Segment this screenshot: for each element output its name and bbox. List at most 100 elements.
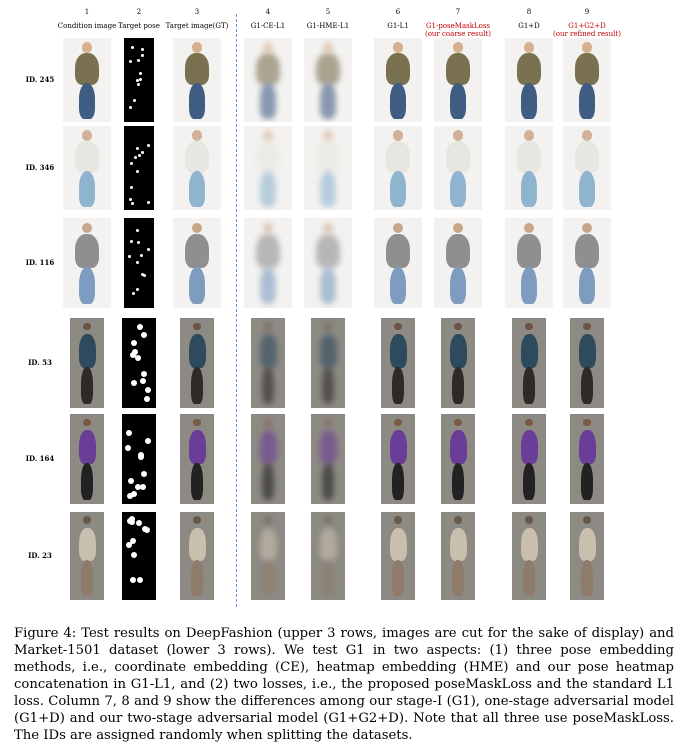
pose-keypoint (143, 395, 150, 402)
person-image (180, 512, 214, 600)
person-torso (185, 141, 209, 174)
person-legs (520, 266, 538, 305)
person-image (505, 126, 553, 210)
column-header-label: Target image(GT) (165, 22, 229, 30)
person-torso (78, 527, 96, 562)
person-image (505, 38, 553, 122)
person-torso (319, 334, 337, 369)
person-legs (191, 559, 203, 597)
person-torso (517, 53, 541, 86)
person-image (304, 38, 352, 122)
person-head (394, 418, 402, 427)
pose-keypoint (146, 200, 150, 204)
pose-keypoint (141, 150, 145, 154)
person-image (441, 318, 475, 408)
pose-keypoint (142, 526, 149, 533)
person-legs (581, 366, 593, 405)
person-torso (386, 234, 410, 269)
person-head (83, 322, 91, 331)
column-number: 5 (325, 8, 331, 16)
column-header-sublabel: (our refined result) (553, 30, 621, 38)
person-image (311, 318, 345, 408)
target-pose-image (122, 318, 156, 408)
person-head (581, 42, 593, 53)
person-image (251, 318, 285, 408)
person-head (394, 516, 402, 525)
target-pose-image (122, 512, 156, 600)
pose-keypoint (139, 253, 143, 257)
pose-keypoint (134, 155, 138, 159)
pose-keypoint (137, 453, 144, 460)
person-image (374, 38, 422, 122)
person-image (381, 318, 415, 408)
person-legs (322, 559, 334, 597)
column-header: G1+G2+D(our refined result) (551, 22, 623, 38)
person-torso (386, 141, 410, 174)
person-legs (188, 266, 206, 305)
person-image (434, 126, 482, 210)
pose-keypoint (130, 186, 134, 190)
pose-keypoint (147, 247, 151, 251)
pose-keypoint (137, 59, 141, 63)
person-image (381, 414, 415, 504)
pose-keypoint (140, 471, 147, 478)
column-number: 6 (395, 8, 401, 16)
person-image (570, 414, 604, 504)
pose-keypoint (126, 542, 133, 549)
person-head (191, 42, 203, 53)
pose-keypoint (125, 445, 132, 452)
person-image (70, 318, 104, 408)
pose-keypoint (131, 552, 138, 559)
column-number: 9 (584, 8, 590, 16)
person-image (63, 218, 111, 308)
pose-keypoint (139, 71, 143, 75)
person-torso (319, 430, 337, 465)
person-image (244, 218, 292, 308)
person-head (452, 42, 464, 53)
person-head (452, 130, 464, 141)
column-header-label: G1+D (518, 22, 540, 30)
column-header: Condition image (51, 22, 123, 30)
pose-keypoint (136, 240, 140, 244)
person-torso (449, 527, 467, 562)
person-image (505, 218, 553, 308)
person-legs (452, 559, 464, 597)
person-legs (188, 83, 206, 119)
row-id-label: ID. 116 (25, 258, 55, 267)
person-legs (449, 83, 467, 119)
pose-keypoint (130, 201, 134, 205)
pose-keypoint (138, 154, 142, 158)
pose-keypoint (135, 170, 139, 174)
column-header-label: G1-HME-L1 (306, 22, 350, 30)
pose-keypoint (128, 197, 132, 201)
person-image (563, 126, 611, 210)
pose-keypoint (141, 53, 145, 57)
column-header: Target image(GT) (161, 22, 233, 30)
person-legs (81, 462, 93, 501)
person-head (581, 130, 593, 141)
person-head (191, 130, 203, 141)
person-torso (185, 53, 209, 86)
person-torso (259, 334, 277, 369)
person-legs (520, 171, 538, 207)
person-torso (449, 334, 467, 369)
person-legs (259, 266, 277, 305)
person-image (570, 512, 604, 600)
person-head (523, 130, 535, 141)
person-image (563, 218, 611, 308)
person-legs (78, 83, 96, 119)
person-legs (392, 462, 404, 501)
person-legs (523, 366, 535, 405)
pose-keypoint (144, 438, 151, 445)
person-image (244, 38, 292, 122)
person-torso (256, 234, 280, 269)
pose-keypoint (130, 339, 137, 346)
pose-keypoint (142, 273, 146, 277)
pose-keypoint (134, 355, 141, 362)
person-head (322, 130, 334, 141)
person-image (244, 126, 292, 210)
pose-keypoint (139, 484, 146, 491)
pose-keypoint (130, 577, 137, 584)
person-legs (319, 171, 337, 207)
person-torso (578, 334, 596, 369)
